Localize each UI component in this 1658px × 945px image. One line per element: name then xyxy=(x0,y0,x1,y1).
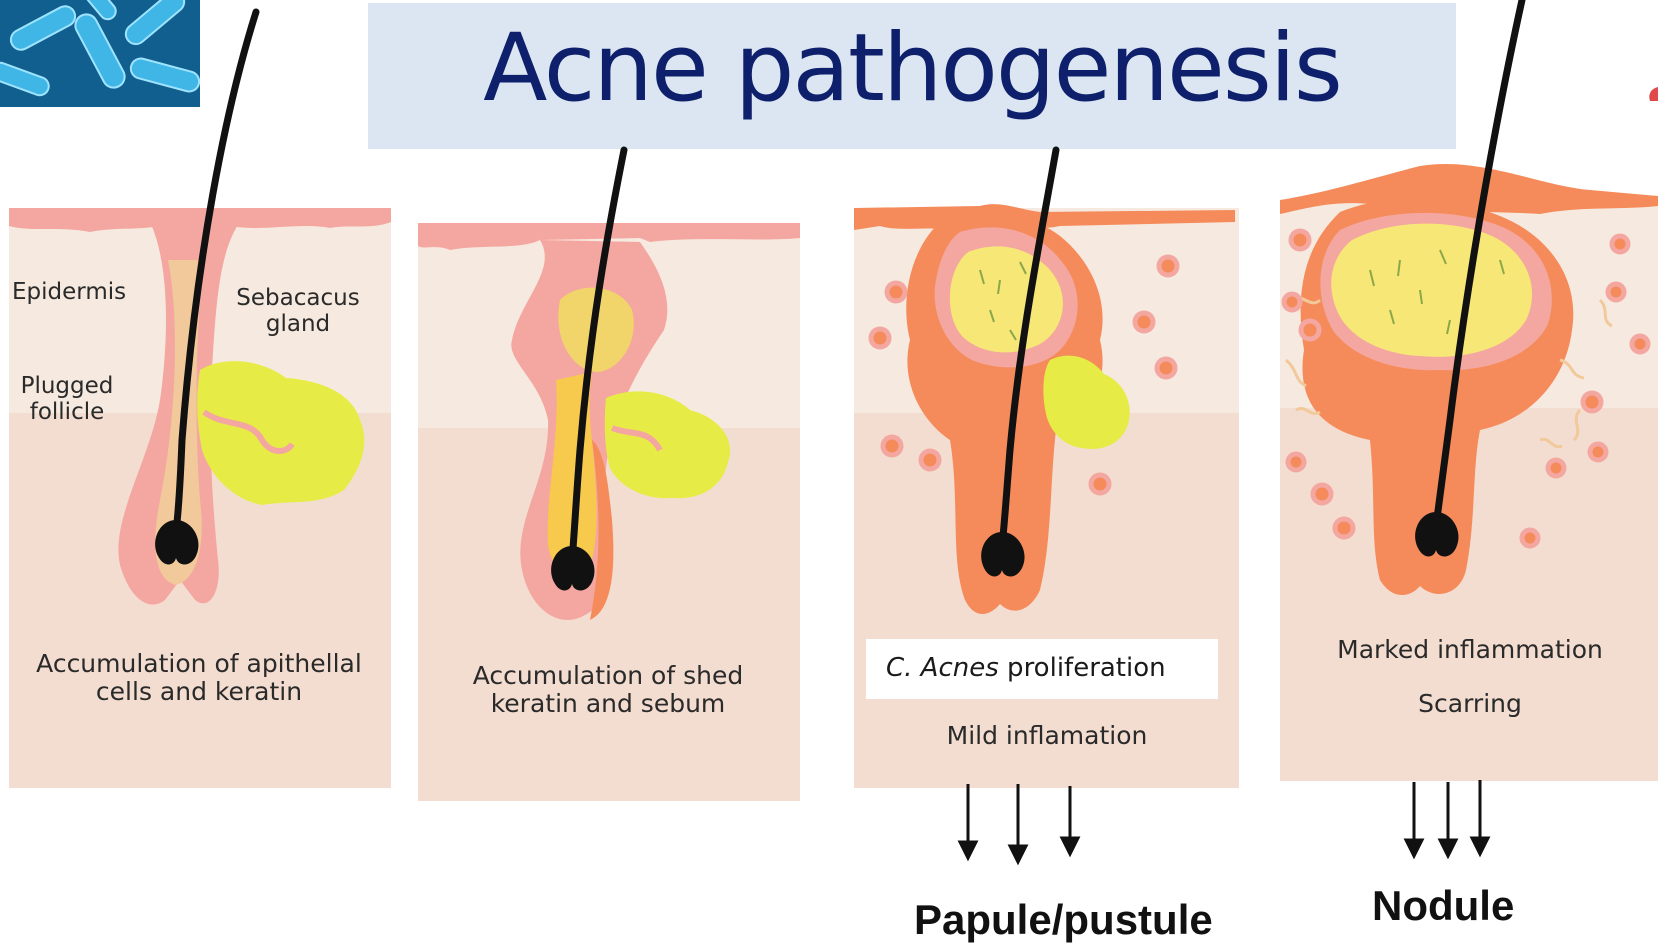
down-arrow-icon xyxy=(1440,840,1456,856)
outcome-nodule: Nodule xyxy=(1372,882,1514,930)
outcome-papule-pustule: Papule/pustule xyxy=(914,896,1213,944)
down-arrow-icon xyxy=(1472,838,1488,854)
down-arrow-icon xyxy=(1406,840,1422,856)
